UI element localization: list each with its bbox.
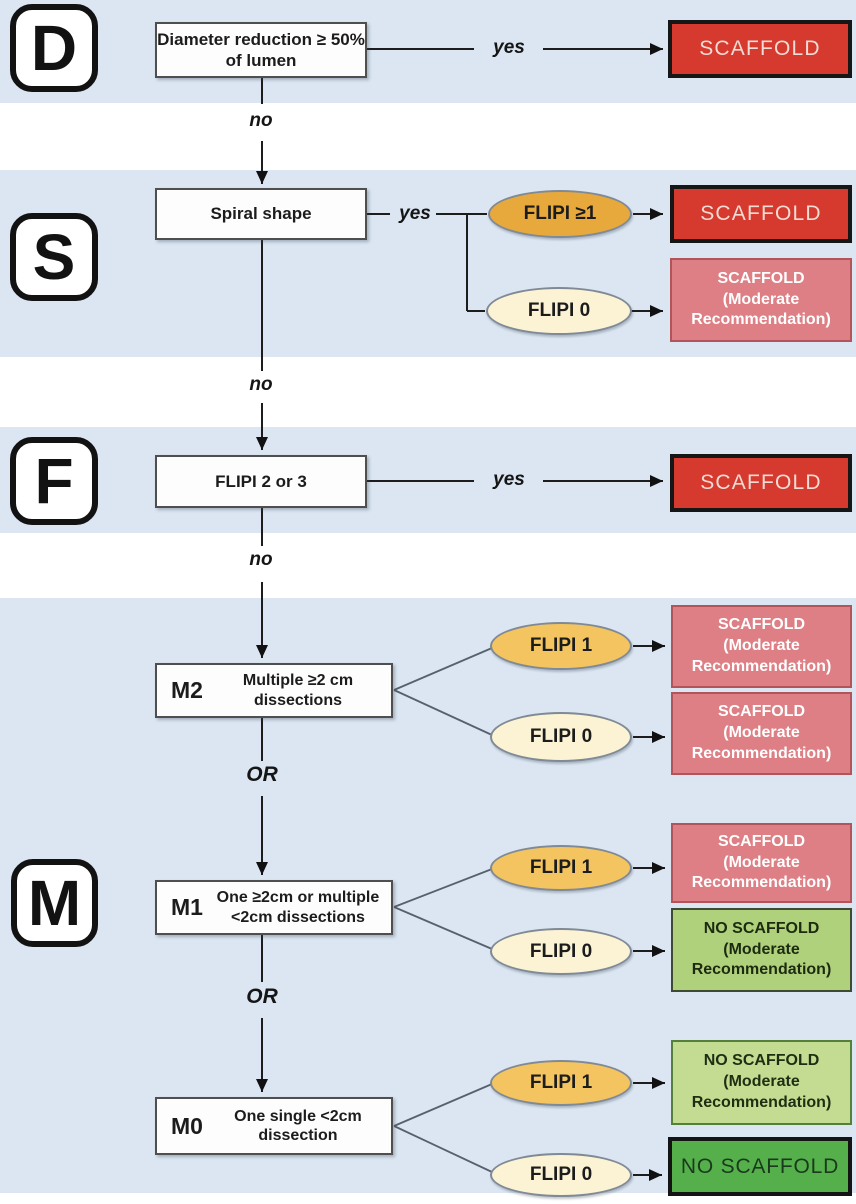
result-box-scaffold-f: SCAFFOLD (670, 454, 852, 512)
result-box-no-scaffold-moderate-m0-1: NO SCAFFOLD (Moderate Recommendation) (671, 1040, 852, 1125)
result-text: (Moderate (723, 853, 800, 871)
decision-text: dissection (258, 1127, 338, 1144)
edge-label-no-d: no (249, 110, 273, 131)
flipi-ellipse-m1-0: FLIPI 0 (490, 928, 632, 975)
edge-label-or-m2-m1: OR (246, 763, 278, 786)
result-box-scaffold-moderate-m2-1: SCAFFOLD (Moderate Recommendation) (671, 605, 852, 688)
result-text: SCAFFOLD (700, 471, 822, 494)
result-box-no-scaffold-moderate-m1-0: NO SCAFFOLD (Moderate Recommendation) (671, 908, 852, 992)
letter-box-d: D (10, 4, 98, 92)
m2-tag: M2 (171, 677, 203, 704)
edge-label-no-s: no (249, 374, 273, 395)
result-text: NO SCAFFOLD (703, 919, 820, 937)
result-text: NO SCAFFOLD (703, 1052, 820, 1070)
edge-label-or-m1-m0: OR (246, 985, 278, 1008)
edge-label-yes-s: yes (399, 203, 431, 224)
result-text: (Moderate (723, 940, 800, 958)
result-text: SCAFFOLD (717, 616, 806, 634)
decision-text: One single <2cm (234, 1107, 362, 1125)
flipi-ellipse-m0-1: FLIPI 1 (490, 1060, 632, 1106)
result-text: SCAFFOLD (717, 832, 806, 850)
decision-box-flipi-2-3: FLIPI 2 or 3 (155, 455, 367, 508)
result-text: Recommendation) (691, 961, 832, 979)
result-text: (Moderate (723, 637, 800, 655)
flipi-ellipse-m2-0: FLIPI 0 (490, 712, 632, 762)
decision-text: Diameter reduction (157, 29, 313, 49)
flipi-ellipse-m0-0: FLIPI 0 (490, 1153, 632, 1197)
result-text: Recommendation) (691, 874, 832, 892)
result-text: (Moderate (723, 1073, 800, 1091)
result-text: (Moderate (722, 290, 800, 308)
edge-label-yes-f: yes (493, 469, 525, 490)
result-box-scaffold-moderate-m2-0: SCAFFOLD (Moderate Recommendation) (671, 692, 852, 775)
decision-box-m2: M2 Multiple ≥2 cm dissections (155, 663, 393, 718)
m0-tag: M0 (171, 1112, 203, 1139)
flipi-ellipse-s-0: FLIPI 0 (486, 287, 632, 335)
result-text: SCAFFOLD (700, 202, 822, 225)
result-box-scaffold-moderate-s-0: SCAFFOLD (Moderate Recommendation) (670, 258, 852, 342)
decision-box-diameter: Diameter reduction ≥ 50% of lumen (155, 22, 367, 78)
flipi-ellipse-m1-1: FLIPI 1 (490, 845, 632, 891)
result-text: Recommendation) (691, 744, 832, 762)
decision-text: <2cm dissections (231, 908, 365, 926)
decision-text: One ≥2cm or multiple (216, 889, 380, 907)
decision-text: Spiral shape (210, 204, 312, 224)
decision-box-m0: M0 One single <2cm dissection (155, 1097, 393, 1155)
result-text: SCAFFOLD (717, 703, 806, 721)
decision-box-m1: M1 One ≥2cm or multiple <2cm dissections (155, 880, 393, 935)
edge-label-yes-d: yes (493, 37, 525, 58)
decision-text: FLIPI 2 or 3 (215, 471, 307, 491)
result-box-scaffold-d: SCAFFOLD (668, 20, 852, 78)
result-text: SCAFFOLD (717, 269, 805, 287)
decision-text: dissections (253, 691, 342, 709)
edge-label-no-f: no (249, 549, 273, 570)
result-text: Recommendation) (691, 311, 831, 329)
result-text: Recommendation) (691, 657, 832, 675)
letter-box-f: F (10, 437, 98, 525)
result-text: Recommendation) (691, 1093, 832, 1111)
result-box-scaffold-moderate-m1-1: SCAFFOLD (Moderate Recommendation) (671, 823, 852, 903)
decision-text: ≥ 50% of lumen (225, 29, 365, 70)
letter-box-m: M (11, 859, 98, 947)
flipi-ellipse-s-ge1: FLIPI ≥1 (488, 190, 632, 238)
result-box-scaffold-s-ge1: SCAFFOLD (670, 185, 852, 243)
result-text: SCAFFOLD (699, 37, 821, 60)
decision-text: Multiple ≥2 cm (242, 672, 354, 690)
result-text: NO SCAFFOLD (680, 1154, 840, 1178)
flipi-ellipse-m2-1: FLIPI 1 (490, 622, 632, 670)
letter-box-s: S (10, 213, 98, 301)
result-text: (Moderate (723, 724, 800, 742)
result-box-no-scaffold-m0-0: NO SCAFFOLD (668, 1137, 852, 1196)
m1-tag: M1 (171, 894, 203, 921)
decision-box-spiral: Spiral shape (155, 188, 367, 240)
